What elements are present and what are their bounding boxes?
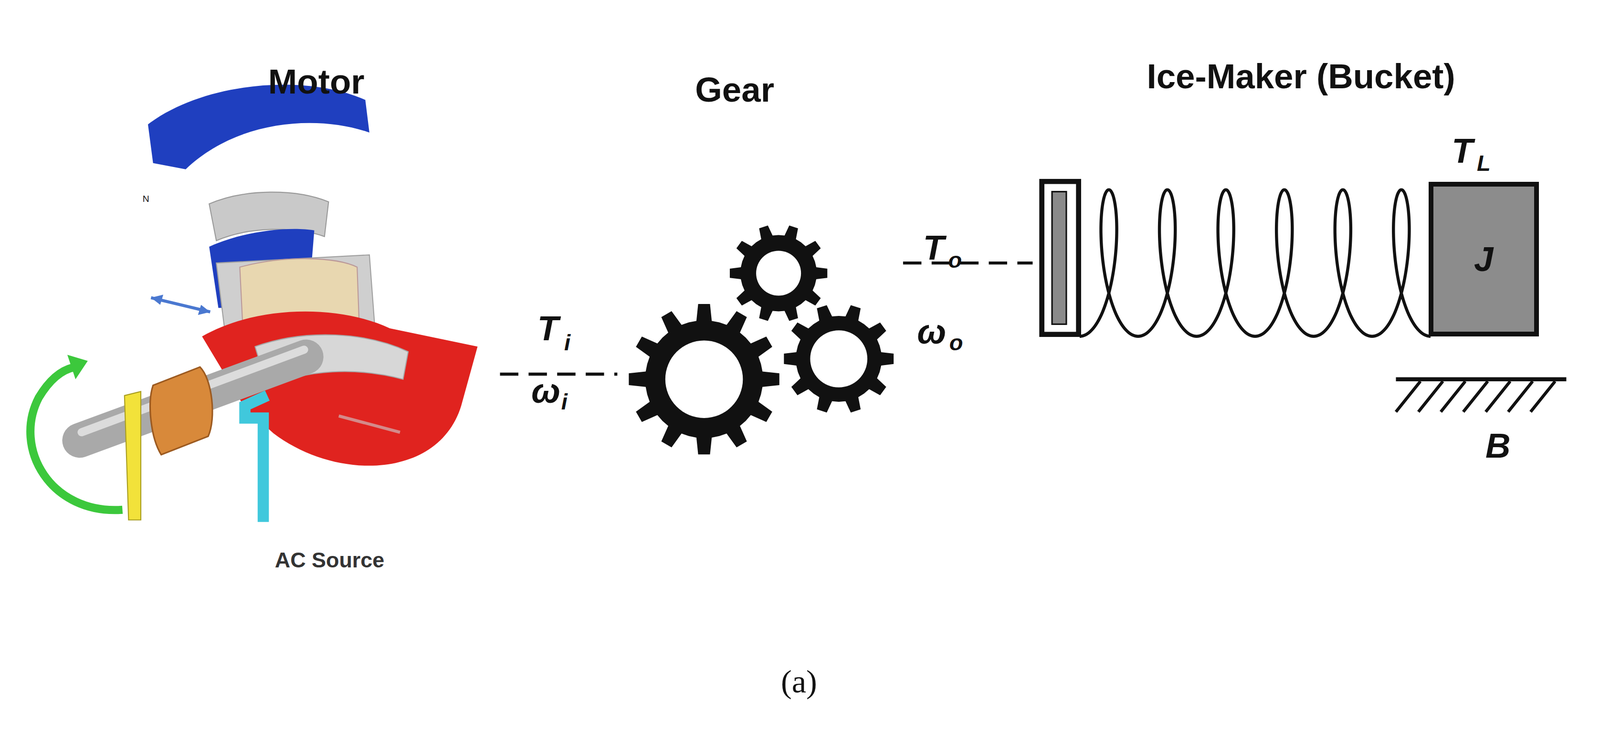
inertia-box: J xyxy=(1428,181,1539,337)
ground-hatch xyxy=(1463,381,1488,412)
rotation-arrowhead xyxy=(67,354,88,379)
ground-hatch xyxy=(1441,381,1466,412)
symbol-label: o xyxy=(949,331,964,355)
brush-wire xyxy=(244,395,268,523)
symbol-label: T xyxy=(923,230,945,266)
gear xyxy=(729,225,828,321)
symbol-label: B xyxy=(1485,428,1511,464)
rotation-arrow xyxy=(30,367,123,511)
commutator xyxy=(150,367,213,455)
symbol-label: N xyxy=(142,194,150,204)
ground-hatch xyxy=(1485,381,1511,412)
symbol-label: o xyxy=(948,249,963,272)
source-label: AC Source xyxy=(274,549,385,571)
symbol-label: ω xyxy=(531,373,561,409)
spring-coil xyxy=(1079,189,1431,337)
symbol-label: T xyxy=(537,311,559,347)
symbol-label: T xyxy=(1451,133,1473,169)
symbol-label: i xyxy=(564,331,571,355)
ground-hatch xyxy=(1530,381,1556,412)
figure-caption: (a) xyxy=(780,665,818,698)
part-heading: Ice-Maker (Bucket) xyxy=(1147,59,1456,95)
motor-illustration xyxy=(30,84,478,523)
ground-hatch xyxy=(1395,381,1421,412)
part-heading: Motor xyxy=(268,64,365,100)
gear-hole xyxy=(756,251,801,296)
gear-hole xyxy=(810,330,868,388)
gear xyxy=(628,304,779,455)
gear-hole xyxy=(665,340,743,419)
brush xyxy=(124,391,141,520)
inertia-label: J xyxy=(1473,242,1494,277)
motion-arrowheads xyxy=(150,294,211,316)
ground-hatch xyxy=(1508,381,1533,412)
ground-line xyxy=(1395,377,1567,382)
shaft-line xyxy=(903,261,1033,265)
plate-insert xyxy=(1052,191,1067,325)
part-heading: Gear xyxy=(694,72,775,108)
spring-plate xyxy=(1042,181,1079,335)
gear xyxy=(783,305,894,413)
ground-hatch xyxy=(1418,381,1443,412)
symbol-label: ω xyxy=(916,314,947,349)
symbol-label: L xyxy=(1476,152,1491,175)
motion-arrow xyxy=(338,416,400,433)
symbol-label: i xyxy=(561,390,568,414)
